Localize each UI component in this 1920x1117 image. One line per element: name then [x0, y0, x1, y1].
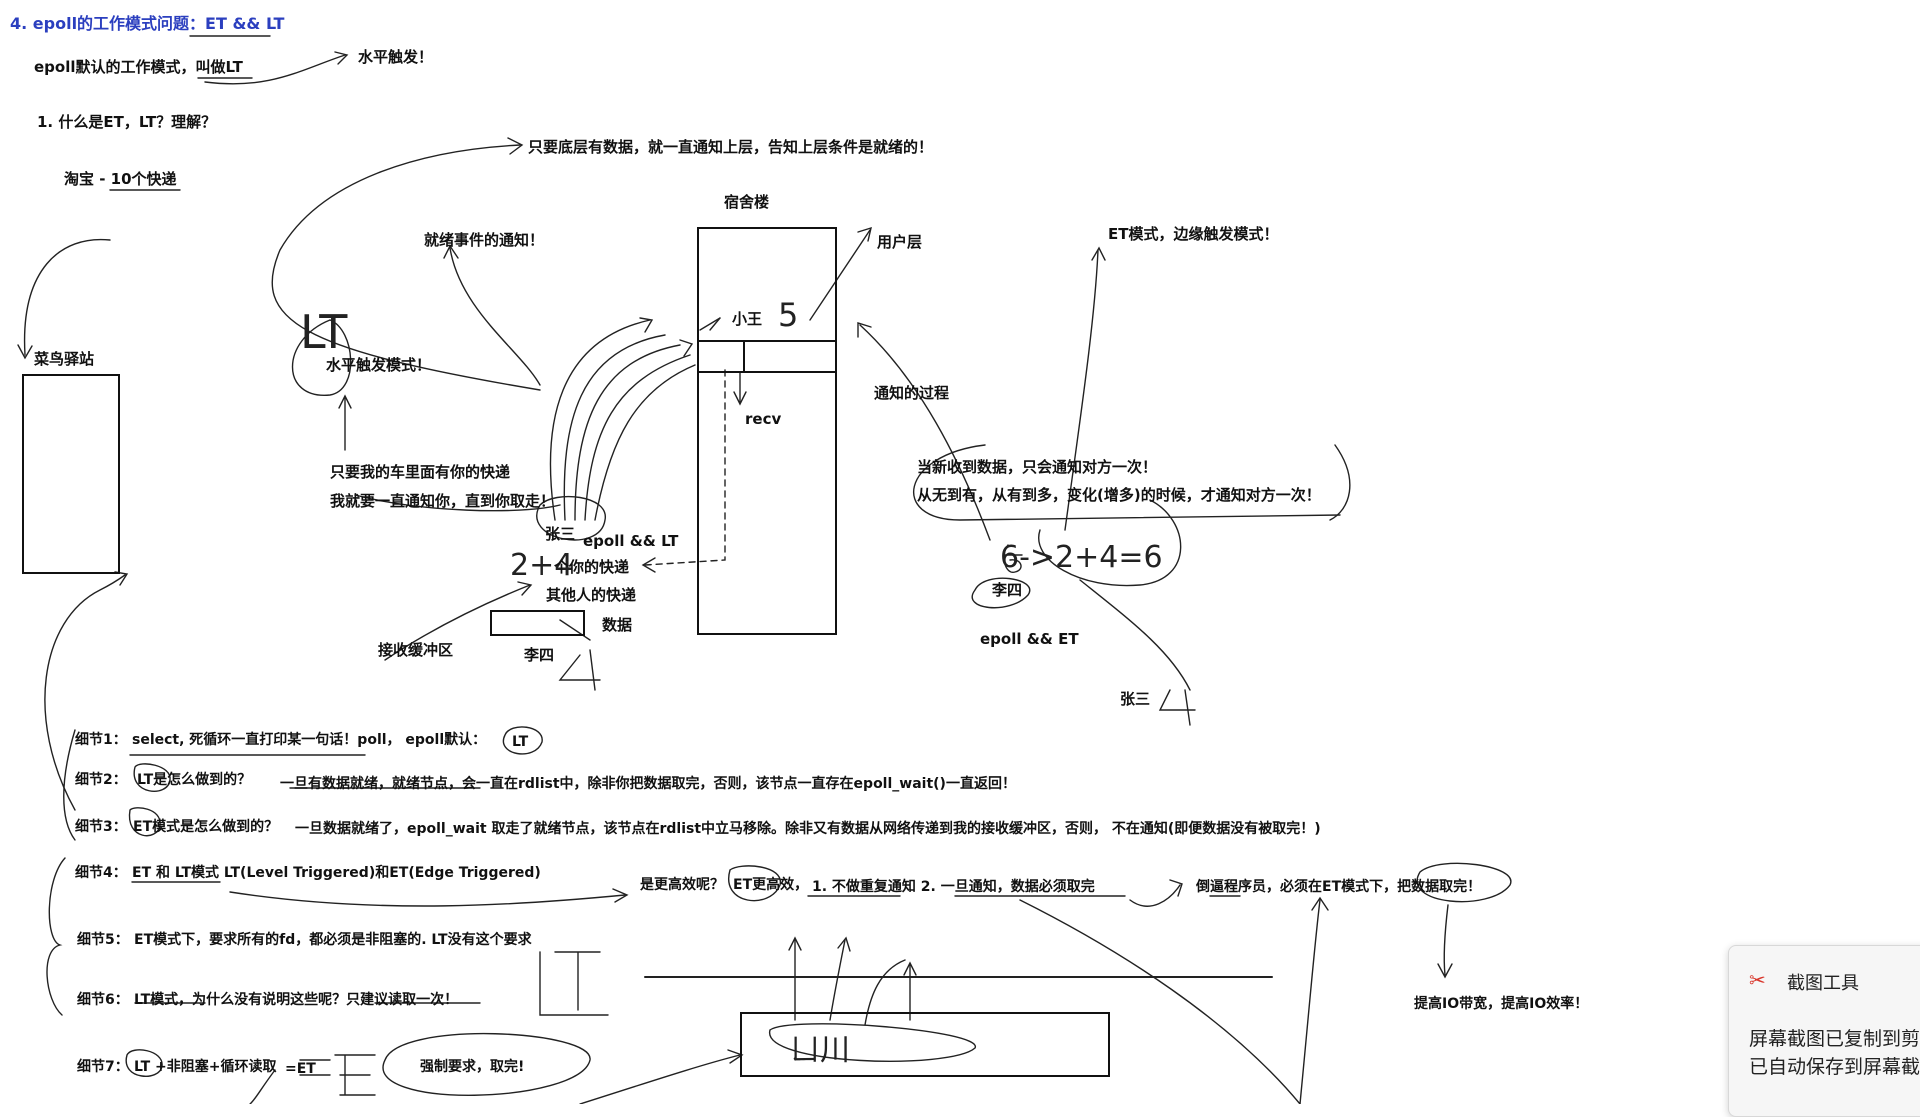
recv-buffer-box	[490, 610, 585, 636]
et-epoll-label: epoll && ET	[980, 630, 1079, 648]
detail2-label: 细节2：	[75, 772, 127, 788]
detail4-answer: ET更高效，	[733, 877, 809, 893]
detail4-force: 倒逼程序员，必须在ET模式下，把数据取完！	[1196, 879, 1482, 895]
dorm-five: 5	[778, 296, 799, 334]
box-scribble: ㄩ川	[790, 1033, 850, 1068]
et-lisi: 李四	[992, 581, 1023, 599]
socket-buffer-box	[740, 1012, 1110, 1077]
detail1-label: 细节1：	[75, 732, 127, 748]
scissors-icon: ✂	[1749, 970, 1766, 992]
detail4-label: 细节4：	[75, 865, 127, 881]
lt-zhangsan: 张三	[545, 525, 576, 543]
et-once-line2: 从无到有，从有到多，变化(增多)的时候，才通知对方一次！	[917, 486, 1321, 504]
detail7-label: 细节7：	[77, 1059, 129, 1075]
et-zhangsan: 张三	[1120, 690, 1151, 708]
lt-data-label: 数据	[602, 616, 633, 634]
snipping-tool-notification[interactable]: ✂ 截图工具 屏幕截图已复制到剪贴板 已自动保存到屏幕截图文件夹	[1728, 945, 1920, 1117]
dorm-recv: recv	[745, 410, 782, 428]
dorm-building-box	[697, 227, 837, 635]
cainiao-station-box	[22, 374, 120, 574]
detail6-label: 细节6：	[77, 992, 129, 1008]
xiaowang-room-box	[697, 340, 745, 373]
lt-lisi: 李四	[524, 646, 555, 664]
detail4-text: ET 和 LT模式 LT(Level Triggered)和ET(Edge Tr…	[132, 865, 541, 881]
detail2-question: LT是怎么做到的？	[137, 772, 252, 788]
lt-scribble: LT	[300, 305, 348, 359]
detail3-label: 细节3：	[75, 819, 127, 835]
detail6-text: LT模式，为什么没有说明这些呢？只建议读取一次！	[134, 992, 459, 1008]
lt-notify-all: 只要底层有数据，就一直通知上层，告知上层条件是就绪的！	[528, 138, 934, 156]
intro-line: epoll默认的工作模式，叫做LT	[34, 58, 243, 76]
et-mode-label: ET模式，边缘触发模式！	[1108, 225, 1279, 243]
et-math: 6->2+4=6	[1000, 540, 1163, 575]
lt-your-packages: 个你的快递	[554, 558, 630, 576]
lt-recv-buffer-label: 接收缓冲区	[378, 641, 454, 659]
detail7-text: LT +非阻塞+循环读取	[134, 1059, 277, 1075]
detail3-text: 一旦数据就绪了，epoll_wait 取走了就绪节点，该节点在rdlist中立马…	[295, 821, 1321, 837]
detail5-label: 细节5：	[77, 932, 129, 948]
intro-note: 水平触发！	[358, 48, 434, 66]
detail3-question: ET模式是怎么做到的？	[133, 819, 279, 835]
et-once-line1: 当新收到数据，只会通知对方一次！	[917, 458, 1158, 476]
et-process: 通知的过程	[874, 384, 950, 402]
detail4-question: 是更高效呢？	[640, 877, 724, 893]
dorm-user-layer: 用户层	[877, 233, 923, 251]
lt-others-packages: 其他人的快递	[546, 586, 637, 604]
notification-line1: 屏幕截图已复制到剪贴板	[1749, 1029, 1920, 1050]
cainiao-label: 菜鸟驿站	[34, 350, 95, 368]
detail1-lt: LT	[512, 734, 529, 750]
dorm-xiaowang: 小王	[732, 310, 763, 328]
question-heading: 1. 什么是ET，LT？理解？	[37, 113, 217, 131]
detail1-text: select, 死循环一直打印某一句话！poll， epoll默认：	[132, 732, 487, 748]
page-title: 4. epoll的工作模式问题：ET && LT	[10, 14, 285, 33]
detail5-text: ET模式下，要求所有的fd，都必须是非阻塞的. LT没有这个要求	[134, 932, 532, 948]
notification-title: 截图工具	[1787, 973, 1859, 993]
lt-epoll-label: epoll && LT	[583, 532, 679, 550]
lt-keep-line1: 只要我的车里面有你的快递	[330, 463, 511, 481]
detail4-reason: 1. 不做重复通知 2. 一旦通知，数据必须取完	[812, 879, 1095, 895]
notification-line2: 已自动保存到屏幕截图文件夹	[1749, 1057, 1920, 1078]
bandwidth-label: 提高IO带宽，提高IO效率！	[1414, 996, 1589, 1012]
force-label: 强制要求，取完!	[420, 1059, 525, 1075]
detail2-text: 一旦有数据就绪，就绪节点，会一直在rdlist中，除非你把数据取完，否则，该节点…	[280, 776, 1016, 792]
detail7-et: =ET	[285, 1061, 316, 1077]
lt-package-count: 2+4	[510, 548, 574, 583]
lt-keep-line2: 我就要一直通知你，直到你取走！	[330, 492, 556, 510]
taobao-label: 淘宝 - 10个快递	[64, 170, 177, 188]
lt-mode-label: 水平触发模式！	[326, 356, 432, 374]
lt-ready-notice: 就绪事件的通知！	[424, 231, 545, 249]
dorm-title: 宿舍楼	[724, 193, 770, 211]
